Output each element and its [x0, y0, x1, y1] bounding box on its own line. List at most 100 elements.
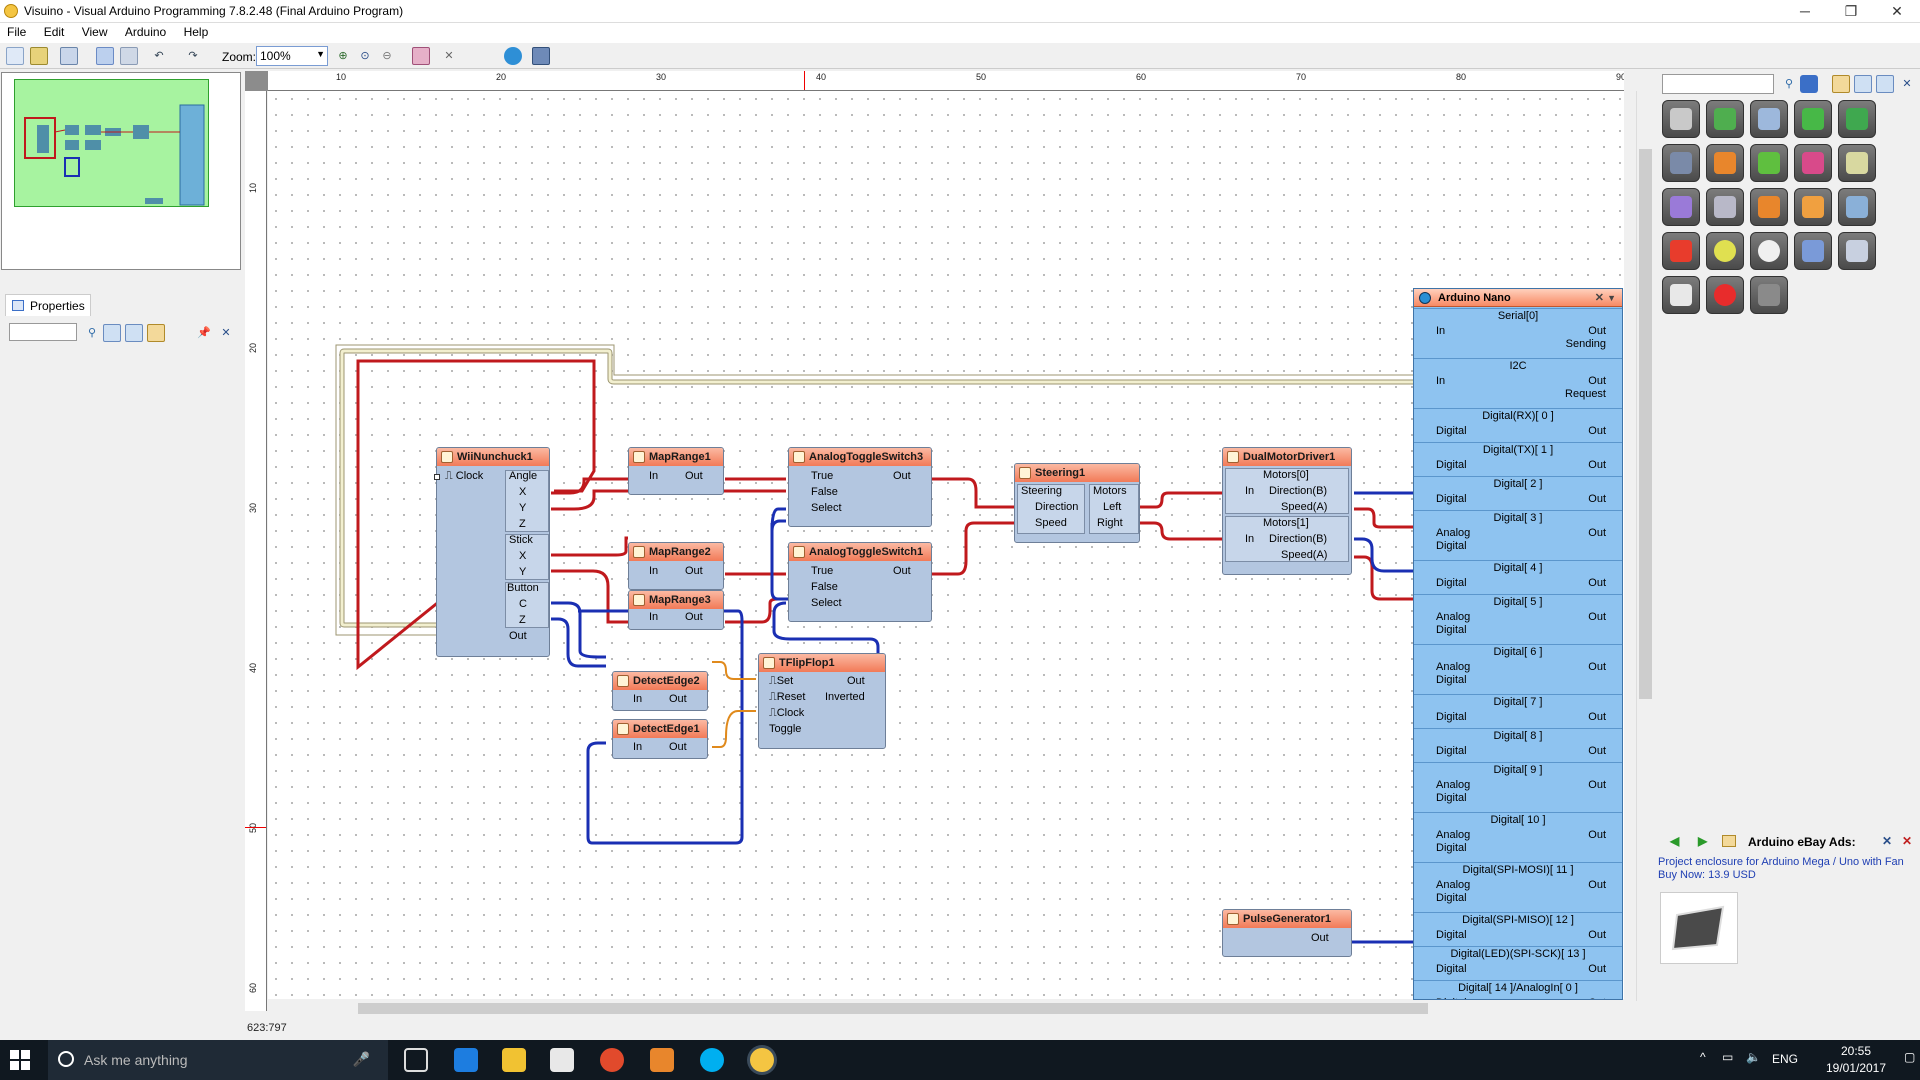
palette-category-text[interactable] [1706, 144, 1744, 182]
pin-set[interactable]: ⎍Set [769, 675, 794, 687]
pulsegenerator-component[interactable]: PulseGenerator1 Out [1222, 909, 1352, 957]
dualmotordriver-component[interactable]: DualMotorDriver1 Motors[0] In Direction(… [1222, 447, 1352, 575]
filter-icon[interactable]: ⚲ [1784, 78, 1794, 90]
pin-false[interactable]: False [811, 486, 838, 498]
tflipflop-component[interactable]: TFlipFlop1 ⎍Set ⎍Reset ⎍Clock Toggle Out… [758, 653, 886, 749]
nano-output-pin-out[interactable]: Out [1588, 527, 1606, 539]
nano-input-pin-digital[interactable]: Digital [1436, 624, 1467, 636]
windows-start-icon[interactable] [10, 1050, 30, 1070]
palette-category-documents[interactable] [1662, 276, 1700, 314]
nano-input-pin-digital[interactable]: Digital [1436, 745, 1467, 757]
detectedge2-component[interactable]: DetectEdge2 In Out [612, 671, 708, 711]
open-icon[interactable] [30, 47, 48, 65]
pin-angle-z[interactable]: Z [519, 518, 526, 530]
categories-icon[interactable] [147, 324, 165, 342]
pin-right[interactable]: Right [1097, 517, 1123, 529]
view-mode-icon[interactable] [1800, 75, 1818, 93]
volume-icon[interactable]: 🔈 [1746, 1050, 1761, 1064]
pin-in[interactable]: In [633, 693, 642, 705]
palette-category-keyboard[interactable] [1750, 276, 1788, 314]
pin-m1-in[interactable]: In [1245, 533, 1254, 545]
language-indicator[interactable]: ENG [1772, 1052, 1799, 1066]
nano-output-pin-out[interactable]: Out [1588, 661, 1606, 673]
cortana-search-box[interactable]: Ask me anything 🎤 [48, 1040, 388, 1080]
nano-input-pin-analog[interactable]: Analog [1436, 611, 1471, 623]
grid-show-icon[interactable] [120, 47, 138, 65]
new-icon[interactable] [6, 47, 24, 65]
palette-category-digital[interactable] [1838, 232, 1876, 270]
component-header[interactable]: AnalogToggleSwitch1 [789, 543, 931, 561]
palette-category-filters[interactable] [1838, 144, 1876, 182]
component-header[interactable]: TFlipFlop1 [759, 654, 885, 672]
nano-output-pin-out[interactable]: Out [1588, 611, 1606, 623]
previous-ad-icon[interactable]: ◀ [1670, 834, 1680, 848]
pin-out[interactable]: Out [669, 741, 687, 753]
nano-input-pin-in[interactable]: In [1436, 325, 1446, 337]
nano-output-pin-out[interactable]: Out [1588, 325, 1606, 337]
palette-category-math[interactable] [1838, 100, 1876, 138]
grid-align-icon[interactable] [96, 47, 114, 65]
menu-help[interactable]: Help [183, 25, 209, 39]
pin-out[interactable]: Out [847, 675, 865, 687]
nano-input-pin-digital[interactable]: Digital [1436, 792, 1467, 804]
pin-reset[interactable]: ⎍Reset [769, 691, 806, 703]
overview-viewport[interactable] [14, 79, 209, 207]
pin-out[interactable]: Out [669, 693, 687, 705]
analogtoggleswitch1-component[interactable]: AnalogToggleSwitch1 True False Select Ou… [788, 542, 932, 622]
nano-input-pin-digital[interactable]: Digital [1436, 892, 1467, 904]
palette-category-communication[interactable] [1662, 144, 1700, 182]
menu-edit[interactable]: Edit [43, 25, 65, 39]
palette-category-boards[interactable] [1706, 100, 1744, 138]
pin-out[interactable]: Out [685, 611, 703, 623]
nano-input-pin-analog[interactable]: Analog [1436, 527, 1471, 539]
pin-button-z[interactable]: Z [519, 614, 526, 626]
compile-icon[interactable] [412, 47, 430, 65]
nano-output-pin-out[interactable]: Out [1588, 459, 1606, 471]
component-header[interactable]: Steering1 [1015, 464, 1139, 482]
chevron-up-icon[interactable]: ^ [1700, 1050, 1706, 1064]
palette-category-conversions[interactable] [1750, 188, 1788, 226]
store-icon[interactable] [550, 1048, 574, 1072]
pin-true[interactable]: True [811, 470, 833, 482]
nano-output-pin-out[interactable]: Out [1588, 375, 1606, 387]
nano-output-pin-out[interactable]: Out [1588, 879, 1606, 891]
chevron-down-icon[interactable]: ▼ [1607, 293, 1616, 303]
palette-category-data[interactable] [1838, 188, 1876, 226]
nano-output-pin-out[interactable]: Out [1588, 963, 1606, 975]
nano-output-pin-out[interactable]: Out [1588, 577, 1606, 589]
nano-input-pin-digital[interactable]: Digital [1436, 577, 1467, 589]
pin-angle-y[interactable]: Y [519, 502, 526, 514]
menu-arduino[interactable]: Arduino [124, 25, 167, 39]
pin-out[interactable]: Out [893, 565, 911, 577]
nano-output-pin-sending[interactable]: Sending [1565, 338, 1606, 350]
pin-out[interactable]: Out [685, 470, 703, 482]
pin-out[interactable]: Out [509, 630, 527, 642]
palette-category-displays[interactable] [1794, 232, 1832, 270]
zoom-select[interactable]: 100%▼ [256, 46, 328, 66]
serial-terminal-icon[interactable] [532, 47, 550, 65]
steering-component[interactable]: Steering1 Steering Direction Speed Motor… [1014, 463, 1140, 543]
pin-out[interactable]: Out [893, 470, 911, 482]
component-header[interactable]: WiiNunchuck1 [437, 448, 549, 466]
nano-input-pin-analog[interactable]: Analog [1436, 779, 1471, 791]
visuino-taskbar-icon[interactable] [750, 1048, 774, 1072]
next-ad-icon[interactable]: ▶ [1698, 834, 1708, 848]
component-header[interactable]: Arduino Nano ✕ ▼ [1414, 289, 1622, 307]
zoom-fit-icon[interactable]: ⊙ [360, 50, 370, 62]
zoom-out-icon[interactable]: ⊖ [382, 50, 392, 62]
ad-text[interactable]: Project enclosure for Arduino Mega / Uno… [1658, 856, 1920, 882]
pin-false[interactable]: False [811, 581, 838, 593]
pin-in[interactable]: In [633, 741, 642, 753]
redo-icon[interactable]: ↷ [188, 50, 198, 62]
nano-input-pin-digital[interactable]: Digital [1436, 929, 1467, 941]
ad-product-image[interactable] [1660, 892, 1738, 964]
pin-in[interactable]: In [649, 611, 658, 623]
